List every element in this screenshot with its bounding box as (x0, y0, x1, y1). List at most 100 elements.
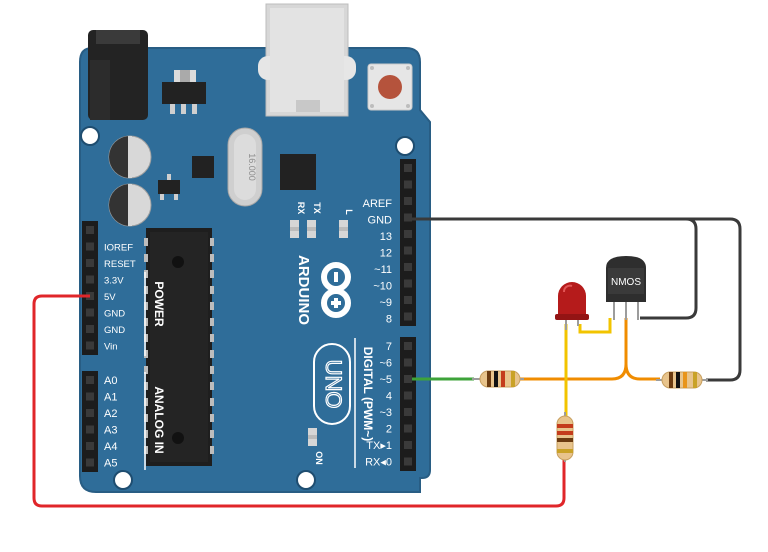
reset-button[interactable] (367, 63, 413, 111)
analog-socket[interactable] (86, 376, 94, 384)
chip-pin (210, 318, 214, 326)
power-socket[interactable] (86, 242, 94, 251)
power-socket[interactable] (86, 341, 94, 350)
pin-label: ~3 (379, 407, 392, 419)
small-ic (192, 156, 214, 178)
crystal-marking: 16.000 (247, 153, 257, 181)
transistor-label: NMOS (611, 277, 641, 288)
digital-header-top[interactable] (400, 159, 416, 326)
wire-gnd-black[interactable] (412, 217, 698, 320)
model-label: UNO (321, 360, 346, 409)
pin-label: 8 (386, 314, 392, 326)
power-socket[interactable] (86, 275, 94, 284)
pin-label: 5V (104, 292, 116, 303)
pin-label: ~9 (379, 297, 392, 309)
chip-pin (210, 382, 214, 390)
chip-pin (210, 270, 214, 278)
chip-pin (210, 446, 214, 454)
mount-hole (80, 126, 100, 146)
dc-power-jack[interactable] (88, 30, 148, 120)
pin-label: A4 (104, 441, 117, 453)
power-socket[interactable] (86, 259, 94, 267)
mount-hole (113, 470, 133, 490)
chip-pin (144, 334, 148, 342)
pin-label: ~11 (374, 264, 392, 276)
digital-bottom-socket[interactable] (404, 441, 412, 449)
digital-header-bottom[interactable] (400, 337, 416, 471)
analog-socket[interactable] (86, 392, 94, 401)
resistor-pulldown[interactable] (656, 371, 708, 389)
l-led-label: L (344, 209, 354, 215)
wire-gnd-black-2[interactable] (412, 217, 742, 382)
chip-pin (144, 350, 148, 358)
analog-socket[interactable] (86, 458, 94, 467)
wire-gate-pulldown-orange[interactable] (624, 363, 660, 381)
digital-bottom-socket[interactable] (404, 408, 412, 416)
digital-top-socket[interactable] (404, 230, 412, 238)
small-transistor (158, 174, 180, 200)
chip-pin (144, 398, 148, 406)
digital-bottom-socket[interactable] (404, 375, 412, 383)
digital-top-socket[interactable] (404, 312, 412, 321)
uno-badge: UNO (313, 343, 351, 425)
chip-pin (210, 286, 214, 294)
usb-connector[interactable] (258, 3, 356, 117)
analog-socket[interactable] (86, 425, 94, 434)
analog-housing (82, 371, 98, 472)
digital-top-socket[interactable] (404, 263, 412, 271)
digital-bottom-socket[interactable] (404, 342, 412, 350)
pin-label: 4 (386, 391, 392, 403)
pin-label: AREF (363, 198, 393, 210)
chip-pin (144, 318, 148, 326)
pin-label: IOREF (104, 243, 133, 254)
chip-pin (144, 302, 148, 310)
power-socket[interactable] (86, 308, 94, 317)
voltage-regulator (162, 82, 206, 114)
analog-header[interactable] (82, 371, 98, 472)
digital-top-socket[interactable] (404, 279, 412, 288)
digital-bottom-socket[interactable] (404, 358, 412, 367)
digital-top-socket[interactable] (404, 164, 412, 172)
pin-label: 7 (386, 341, 392, 353)
digital-bottom-socket[interactable] (404, 424, 412, 433)
brand-label: ARDUINO (295, 255, 312, 325)
analog-section-label: ANALOG IN (152, 386, 166, 453)
resistor-led[interactable] (556, 412, 574, 462)
pin-label: ~6 (379, 358, 392, 370)
power-socket[interactable] (86, 325, 94, 333)
led-red[interactable] (555, 282, 589, 330)
pin-label: 12 (380, 248, 392, 260)
led-indicators: RX TX L (290, 202, 354, 238)
digital-top-socket[interactable] (404, 296, 412, 304)
chip-pin (210, 302, 214, 310)
digital-top-socket[interactable] (404, 180, 412, 189)
pin-label: A0 (104, 375, 117, 387)
digital-top-socket[interactable] (404, 213, 412, 222)
pin-label: A1 (104, 392, 117, 404)
digital-section-label: DIGITAL (PWM~) (361, 347, 375, 442)
chip-pin (210, 366, 214, 374)
pin-label: RX◂0 (365, 457, 392, 469)
pin-label: 3.3V (104, 276, 124, 287)
chip-pin (210, 430, 214, 438)
pin-label: GND (104, 309, 125, 320)
digital-top-socket[interactable] (404, 197, 412, 205)
power-header[interactable] (82, 221, 98, 355)
pin-label: ~10 (373, 281, 392, 293)
wire-led-yellow[interactable] (578, 318, 612, 334)
pin-label: 13 (380, 231, 392, 243)
chip-pin (144, 366, 148, 374)
digital-bottom-socket[interactable] (404, 391, 412, 400)
digital-top-socket[interactable] (404, 246, 412, 255)
power-socket[interactable] (86, 226, 94, 234)
tx-led-label: TX (312, 202, 322, 214)
digital-bottom-socket[interactable] (404, 457, 412, 466)
analog-socket[interactable] (86, 442, 94, 450)
chip-pin (144, 430, 148, 438)
analog-socket[interactable] (86, 409, 94, 417)
nmos-transistor[interactable]: NMOS (606, 256, 646, 320)
resistor-gate[interactable] (472, 370, 524, 388)
wire-5v-red[interactable] (32, 294, 566, 508)
chip-pin (210, 350, 214, 358)
